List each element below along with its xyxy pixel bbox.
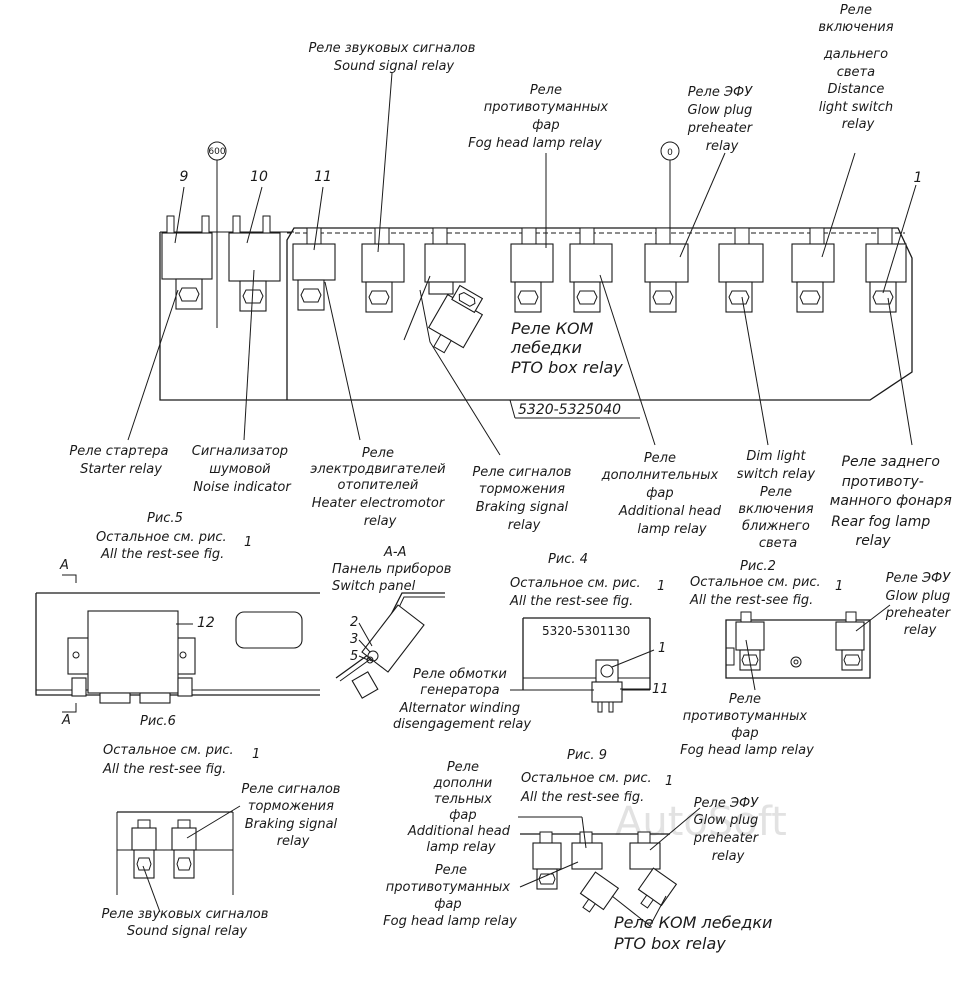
distance-light-label-top: Реле включения дальнего света Distance l…: [818, 3, 897, 132]
noise-indicator: [228, 215, 281, 312]
fig6-title: Рис.6: [140, 714, 176, 729]
heater-electromotor-label: Реле электродвигателей отопителей Heater…: [310, 446, 449, 529]
section-aa-numbers: 2 3 5: [350, 615, 362, 664]
additional-head-lamp-relay: [569, 227, 613, 313]
sound-signal-label-top: Реле звуковых сигналов Sound signal rela…: [308, 41, 479, 74]
fig4-code: 5320-5301130: [542, 624, 630, 638]
fig5-title: Рис.5: [147, 511, 183, 526]
sound-signal-relay: [361, 227, 405, 313]
fig5-rest-ref: 1: [244, 535, 252, 550]
fig2-rest-ref: 1: [835, 579, 843, 594]
callout-11: 11: [314, 169, 332, 185]
callout-12: 12: [197, 615, 215, 631]
callout-1: 1: [914, 170, 923, 186]
fig6-braking-label: Реле сигналов торможения Braking signal …: [241, 782, 344, 849]
braking-signal-label: Реле сигналов торможения Braking signal …: [472, 465, 575, 533]
fig9-fog-label: Реле противотуманных фар Fog head lamp r…: [383, 863, 517, 929]
section-a-a: А-А Панель приборов Switch panel 2 3 5: [332, 545, 456, 699]
figure-6: Остальное см. рис. All the rest-see fig.…: [101, 743, 344, 939]
fog-head-lamp-label-top: Реле противотуманных фар Fog head lamp r…: [468, 83, 612, 151]
callout-10: 10: [250, 169, 268, 185]
callout-9: 9: [180, 169, 189, 185]
figure-5: Рис.5 Остальное см. рис. All the rest-se…: [35, 511, 320, 729]
rear-fog-lamp-relay: [865, 227, 907, 313]
glow-plug-preheater-relay: [644, 227, 689, 313]
fig2-title: Рис.2: [740, 559, 776, 574]
fig5-rest-note: Остальное см. рис. All the rest-see fig.: [96, 530, 231, 562]
braking-signal-relay: [424, 227, 466, 295]
dim-light-switch-relay: [718, 227, 764, 313]
component-12: [87, 610, 179, 694]
fig9-glow-label: Реле ЭФУ Glow plug preheater relay: [693, 796, 763, 864]
fig4-rest-note: Остальное см. рис. All the rest-see fig.: [509, 576, 645, 609]
circle-0-text: 0: [667, 148, 673, 158]
glow-plug-label-top: Реле ЭФУ Glow plug preheater relay: [687, 85, 757, 154]
starter-relay: [161, 215, 213, 310]
fig4-title: Рис. 4: [548, 552, 588, 567]
figure-2: Рис.2 Остальное см. рис. All the rest-se…: [680, 559, 955, 758]
bracket-code: 5320-5325040: [518, 402, 621, 418]
noise-indicator-label: Сигнализатор шумовой Noise indicator: [192, 444, 293, 495]
main-relay-bracket: 600 0: [69, 3, 956, 551]
circle-0-marker: [660, 141, 680, 161]
fig9-pto-label: Реле КОМ лебедки PTO box relay: [614, 913, 778, 953]
circle-600-text: 600: [208, 147, 225, 157]
fog-head-lamp-relay: [510, 227, 554, 313]
heater-electromotor-relay: [292, 227, 336, 311]
figure-9: Рис. 9 Остальное см. рис. All the rest-s…: [383, 748, 778, 953]
section-mark-a-bottom: A: [61, 713, 71, 728]
section-aa-title: А-А: [383, 545, 406, 560]
starter-relay-label: Реле стартера Starter relay: [69, 444, 172, 477]
pto-box-label: Реле КОМ лебедки PTO box relay: [510, 319, 623, 377]
section-mark-a-top: A: [59, 558, 69, 573]
switch-panel-label: Панель приборов Switch panel: [332, 562, 456, 594]
fig2-rest-note: Остальное см. рис. All the rest-see fig.: [689, 575, 825, 608]
leader-lines: [127, 72, 917, 456]
dim-light-label: Dim light switch relay Реле включения бл…: [737, 449, 819, 551]
fig6-sound-label: Реле звуковых сигналов Sound signal rela…: [101, 907, 272, 939]
pto-box-relay: [427, 284, 484, 354]
fig2-fog-label: Реле противотуманных фар Fog head lamp r…: [680, 692, 814, 758]
fig9-rest-ref: 1: [665, 774, 673, 789]
fig9-title: Рис. 9: [567, 748, 607, 763]
fig4-callout-11: 11: [652, 682, 669, 697]
circle-600-marker: [207, 141, 227, 161]
fig9-additional-label: Реле дополни тельных фар Additional head…: [407, 760, 514, 855]
fig9-rest-note: Остальное см. рис. All the rest-see fig.: [520, 771, 656, 805]
fig2-glow-label: Реле ЭФУ Glow plug preheater relay: [885, 571, 955, 638]
fig6-rest-note: Остальное см. рис. All the rest-see fig.: [102, 743, 238, 777]
figure-4: Рис. 4 Остальное см. рис. All the rest-s…: [393, 552, 669, 732]
fig4-rest-ref: 1: [657, 579, 665, 594]
fig4-callout-1: 1: [658, 641, 666, 656]
distance-light-switch-relay: [791, 227, 835, 313]
additional-head-lamp-label: Реле дополнительных фар Additional head …: [601, 451, 726, 537]
rear-fog-lamp-label: Реле заднего противоту- манного фонаря R…: [830, 454, 956, 549]
fig6-rest-ref: 1: [252, 747, 260, 762]
alternator-winding-label: Реле обмотки генератора Alternator windi…: [393, 667, 531, 732]
